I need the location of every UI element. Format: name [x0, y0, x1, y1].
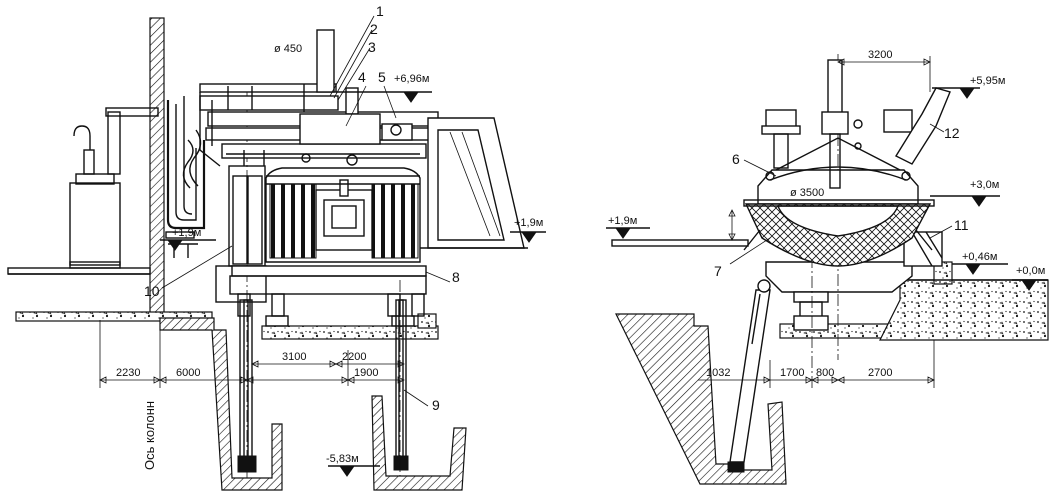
left-view: +6,96м +1,9м +1,9м -5,83м 2230 6000 3100…	[7, 3, 546, 491]
dim-2200: 2200	[342, 351, 366, 363]
right-dim-top: 3200	[837, 49, 931, 92]
callout-5: 5	[378, 69, 386, 85]
dim-2230: 2230	[116, 367, 140, 379]
callout-10: 10	[144, 283, 160, 299]
right-dim-bottom: 1032 1700 800 2700	[698, 340, 935, 388]
callout-8: 8	[452, 269, 460, 285]
level-low-right: +0,46м	[962, 251, 997, 263]
floor-slabs	[7, 267, 439, 340]
foundation-pits	[159, 317, 467, 491]
dim-1900: 1900	[354, 367, 378, 379]
level-left-right: +1,9м	[608, 215, 637, 227]
dim-800: 800	[816, 367, 834, 379]
level-side-left: +1,9м	[514, 217, 543, 229]
level-top-right: +5,95м	[970, 75, 1005, 87]
electrode-diameter: ø 450	[274, 43, 302, 55]
level-markers-right: +5,95м +3,0м +0,46м +0,0м	[930, 75, 1048, 291]
right-view: +1,9м	[606, 49, 1049, 485]
callout-7: 7	[714, 263, 722, 279]
callout-1: 1	[376, 3, 384, 19]
level-markers-left: +6,96м +1,9м +1,9м -5,83м	[160, 73, 546, 477]
transformer	[69, 107, 159, 269]
dim-1700: 1700	[780, 367, 804, 379]
dim-6000: 6000	[176, 367, 200, 379]
level-top-left: +6,96м	[394, 73, 429, 85]
vessel-diameter: ø 3500	[790, 187, 824, 199]
callout-12: 12	[944, 125, 960, 141]
electrode-arms	[199, 29, 439, 167]
furnace-platform	[229, 265, 427, 327]
column-axis-label: Ось колонн	[142, 401, 157, 470]
level-platform-left: +1,9м	[172, 227, 201, 239]
right-tilt-cylinder	[727, 279, 771, 473]
dimensions-left: 2230 6000 3100 2200 1900	[99, 320, 405, 388]
callout-4: 4	[358, 69, 366, 85]
right-left-floor: +1,9м	[606, 209, 749, 247]
callouts-left: 1 2 3 4 5 8 9 10	[144, 3, 460, 413]
callout-6: 6	[732, 151, 740, 167]
callout-9: 9	[432, 397, 440, 413]
level-zero-right: +0,0м	[1016, 265, 1045, 277]
callout-3: 3	[368, 39, 376, 55]
callout-11: 11	[954, 217, 969, 233]
level-mid-right: +3,0м	[970, 179, 999, 191]
right-furnace-vessel	[743, 166, 935, 267]
callout-2: 2	[370, 21, 378, 37]
level-pit-left: -5,83м	[326, 453, 359, 465]
dim-3100: 3100	[282, 351, 306, 363]
right-roof-electrodes	[761, 59, 980, 189]
dim-3200: 3200	[868, 49, 892, 61]
side-gallery	[420, 117, 528, 249]
dim-2700: 2700	[868, 367, 892, 379]
dim-1032: 1032	[706, 367, 730, 379]
building-column	[149, 17, 165, 315]
callouts-right: 6 7 11 12	[714, 123, 969, 279]
furnace-vessel	[265, 167, 421, 263]
